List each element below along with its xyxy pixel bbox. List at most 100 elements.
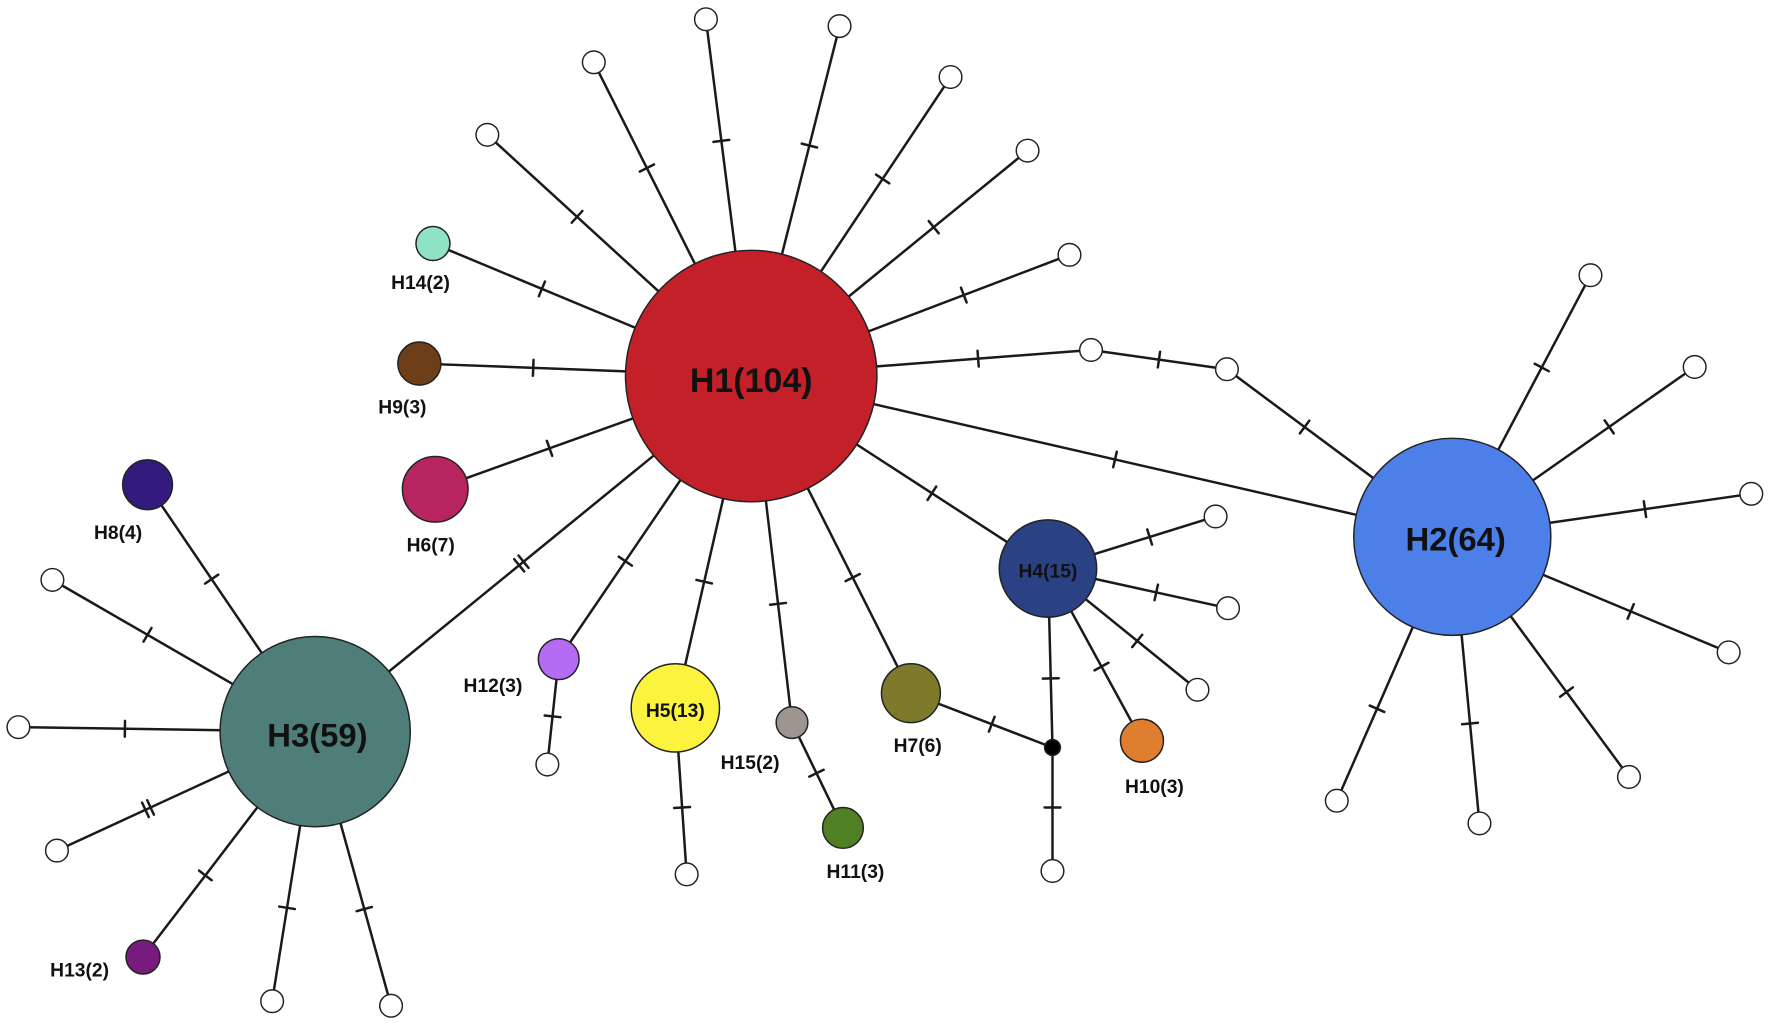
mutation-tick [1533, 362, 1551, 373]
mutation-tick [1130, 633, 1144, 649]
median-vertex [1203, 504, 1228, 529]
haplotype-node-h15[interactable] [775, 706, 809, 740]
haplotype-label-h7: H7(6) [894, 736, 942, 757]
mutation-tick [1460, 721, 1480, 726]
haplotype-label-h11: H11(3) [827, 862, 885, 883]
mutation-tick [844, 572, 862, 583]
labels-layer: H1(104) H2(64) H3(59) H4(15) H5(13) H6(7) H7(6… [50, 273, 1506, 981]
median-vertex [1716, 640, 1741, 665]
mutation-tick [800, 142, 819, 149]
mutation-tick [537, 280, 547, 298]
haplotype-node-h7[interactable] [880, 662, 942, 724]
mutation-tick [570, 209, 584, 224]
median-vertex [44, 838, 70, 863]
median-vertex [674, 862, 699, 887]
haplotype-node-h5[interactable] [630, 662, 721, 753]
mutation-tick [512, 557, 526, 573]
median-vertex [693, 7, 718, 32]
mutation-tick [203, 573, 220, 585]
haplotype-node-h6[interactable] [401, 455, 469, 523]
haplotype-label-h4: H4(15) [1019, 562, 1078, 583]
mutation-tick [617, 555, 634, 567]
median-vertex [1578, 263, 1603, 288]
mutation-tick [672, 805, 692, 810]
mutation-tick [1558, 686, 1575, 698]
mutation-tick [927, 219, 940, 235]
mutation-tick [874, 173, 891, 185]
mutation-tick [1146, 528, 1154, 546]
mutation-tick [638, 163, 656, 173]
mutation-tick [355, 905, 374, 913]
mutation-tick [1368, 704, 1386, 714]
mutation-tick [545, 439, 554, 458]
median-vertices-layer [6, 7, 1764, 1018]
median-vertex [1467, 811, 1492, 836]
mutation-tick [695, 578, 714, 585]
mutation-tick [142, 626, 153, 643]
mutation-tick [712, 138, 731, 144]
median-vertex [1015, 138, 1040, 163]
haplotype-node-h4[interactable] [998, 519, 1098, 619]
mutation-tick [926, 485, 938, 502]
haplotype-label-h3: H3(59) [267, 716, 367, 753]
haplotype-label-h10: H10(3) [1125, 777, 1184, 798]
median-vertex [1078, 337, 1104, 363]
mutation-tick [1156, 350, 1162, 369]
haplotype-nodes-layer [121, 225, 1552, 975]
median-vertex [1682, 354, 1707, 380]
haplotype-node-h2[interactable] [1353, 437, 1552, 637]
mutation-tick [1642, 500, 1648, 519]
mutation-tick [987, 715, 996, 733]
haplotype-label-h8: H8(4) [94, 523, 142, 544]
junction-vertex [1043, 738, 1062, 757]
median-vertex [581, 50, 606, 75]
mutation-tick [768, 601, 788, 607]
median-vertex [1040, 858, 1065, 884]
mutation-tick [1153, 583, 1160, 602]
mutation-tick [531, 358, 535, 378]
mutation-tick [808, 768, 825, 778]
median-vertex [1324, 788, 1349, 813]
mutation-tick [1603, 419, 1615, 435]
haplotype-node-h8[interactable] [121, 459, 174, 511]
haplotype-node-h3[interactable] [219, 635, 412, 828]
mutation-tick [146, 799, 156, 816]
mutation-tick [517, 554, 530, 570]
haplotype-node-h11[interactable] [821, 806, 865, 850]
haplotype-node-h10[interactable] [1119, 718, 1165, 763]
mutation-tick [976, 349, 980, 368]
median-vertex [1739, 481, 1764, 506]
mutation-tick [1626, 602, 1636, 620]
haplotype-label-h5: H5(13) [646, 701, 705, 722]
haplotype-label-h9: H9(3) [378, 397, 426, 418]
haplotype-node-h13[interactable] [125, 939, 161, 975]
median-vertex [827, 13, 852, 39]
mutation-tick [1298, 419, 1311, 435]
mutation-tick [543, 714, 562, 719]
haplotype-label-h6: H6(7) [407, 536, 455, 557]
median-vertex [260, 989, 285, 1014]
median-vertex [475, 122, 500, 147]
median-vertex [1214, 357, 1239, 382]
median-vertex [40, 567, 65, 592]
median-vertex [535, 752, 560, 777]
median-vertex [378, 993, 404, 1018]
haplotype-label-h15: H15(2) [721, 753, 780, 774]
mutation-tick [140, 801, 150, 819]
haplotype-node-h9[interactable] [397, 341, 442, 386]
haplotype-node-h1[interactable] [624, 249, 878, 503]
mutation-tick [197, 869, 213, 882]
haplotype-label-h14: H14(2) [391, 273, 450, 294]
mutation-tick [959, 286, 968, 304]
haplotype-label-h12: H12(3) [464, 676, 523, 697]
mutation-tick [277, 905, 297, 911]
haplotype-node-h12[interactable] [537, 638, 580, 681]
median-vertex [1215, 596, 1241, 621]
median-vertex [1616, 764, 1642, 790]
haplotype-node-h14[interactable] [415, 225, 451, 262]
median-vertex [6, 715, 31, 740]
haplotype-label-h1: H1(104) [690, 362, 813, 400]
mutation-tick [1093, 661, 1110, 672]
haplotype-label-h2: H2(64) [1406, 520, 1506, 557]
